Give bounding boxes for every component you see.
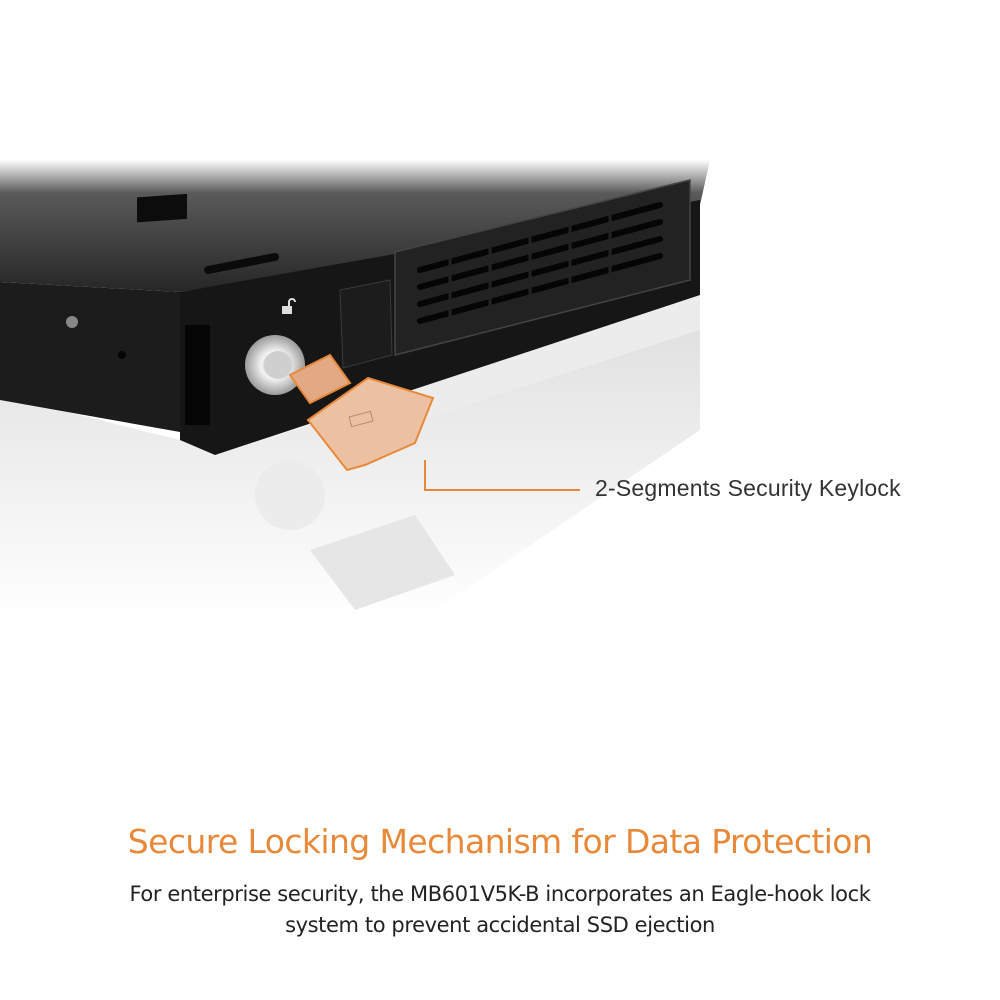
product-illustration [0, 160, 710, 620]
drive-tray [394, 179, 691, 356]
device-side [0, 282, 180, 432]
device-top [0, 160, 710, 292]
description-line: system to prevent accidental SSD ejectio… [285, 913, 715, 937]
unlock-icon [282, 298, 296, 314]
tray-vents [417, 202, 663, 324]
callout-label: 2-Segments Security Keylock [595, 475, 901, 501]
callout-line [424, 460, 580, 491]
description-line: For enterprise security, the MB601V5K-B … [129, 882, 871, 906]
key [288, 353, 435, 472]
headline: Secure Locking Mechanism for Data Protec… [127, 822, 873, 861]
